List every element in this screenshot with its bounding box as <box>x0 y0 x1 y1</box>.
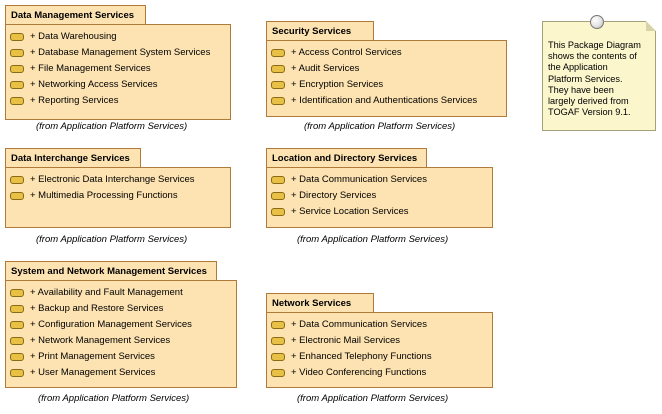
package-body: + Access Control Services + Audit Servic… <box>266 40 507 117</box>
package-body: + Electronic Data Interchange Services +… <box>5 167 231 228</box>
module-icon <box>10 33 24 41</box>
package-title: Security Services <box>272 26 352 37</box>
package-item[interactable]: + File Management Services <box>10 61 230 77</box>
package-body: + Availability and Fault Management + Ba… <box>5 280 237 388</box>
note-line: Platform Services. <box>548 73 623 84</box>
package-item-list: + Data Warehousing + Database Management… <box>6 25 230 109</box>
package-item[interactable]: + Network Management Services <box>10 333 236 349</box>
package-item-list: + Availability and Fault Management + Ba… <box>6 281 236 381</box>
module-icon <box>271 208 285 216</box>
package-item[interactable]: + Enhanced Telephony Functions <box>271 349 492 365</box>
package-tab: Data Management Services <box>5 5 146 25</box>
note-fold-corner <box>646 21 656 31</box>
module-icon <box>10 49 24 57</box>
package-title: Data Management Services <box>11 10 135 21</box>
package-item-list: + Data Communication Services + Electron… <box>267 313 492 381</box>
module-icon <box>271 81 285 89</box>
package-item[interactable]: + Encryption Services <box>271 77 506 93</box>
module-icon <box>10 81 24 89</box>
package-origin-label: (from Application Platform Services) <box>304 121 456 132</box>
module-icon <box>10 305 24 313</box>
package-item[interactable]: + Reporting Services <box>10 93 230 109</box>
package-item[interactable]: + Directory Services <box>271 188 492 204</box>
package-title: Data Interchange Services <box>11 153 130 164</box>
package-tab: System and Network Management Services <box>5 261 217 281</box>
package-item[interactable]: + Audit Services <box>271 61 506 77</box>
note-line: They have been <box>548 84 614 95</box>
module-icon <box>10 369 24 377</box>
note-line: the Application <box>548 62 608 73</box>
package-item-list: + Access Control Services + Audit Servic… <box>267 41 506 109</box>
module-icon <box>271 321 285 329</box>
package-body: + Data Warehousing + Database Management… <box>5 24 231 120</box>
package-item[interactable]: + Service Location Services <box>271 204 492 220</box>
package-item[interactable]: + Configuration Management Services <box>10 317 236 333</box>
package-item[interactable]: + Data Communication Services <box>271 172 492 188</box>
package-tab: Network Services <box>266 293 374 313</box>
module-icon <box>10 353 24 361</box>
package-item[interactable]: + Identification and Authentications Ser… <box>271 93 506 109</box>
module-icon <box>10 337 24 345</box>
note-line: TOGAF Version 9.1. <box>548 107 631 118</box>
module-icon <box>271 337 285 345</box>
module-icon <box>271 369 285 377</box>
package-item[interactable]: + Print Management Services <box>10 349 236 365</box>
note-line: shows the contents of <box>548 51 637 62</box>
diagram-note[interactable]: This Package Diagram shows the contents … <box>542 21 656 131</box>
package-title: System and Network Management Services <box>11 266 207 277</box>
package-item[interactable]: + Video Conferencing Functions <box>271 365 492 381</box>
note-line: largely derived from <box>548 96 629 107</box>
module-icon <box>271 353 285 361</box>
module-icon <box>10 321 24 329</box>
module-icon <box>271 97 285 105</box>
package-origin-label: (from Application Platform Services) <box>297 393 449 404</box>
package-item[interactable]: + Availability and Fault Management <box>10 285 236 301</box>
note-line: This Package Diagram <box>548 40 641 50</box>
package-item[interactable]: + Data Warehousing <box>10 29 230 45</box>
pin-icon <box>590 15 604 29</box>
package-item[interactable]: + Data Communication Services <box>271 317 492 333</box>
package-origin-label: (from Application Platform Services) <box>36 234 188 245</box>
module-icon <box>10 289 24 297</box>
module-icon <box>10 97 24 105</box>
package-title: Location and Directory Services <box>272 153 418 164</box>
package-body: + Data Communication Services + Director… <box>266 167 493 228</box>
module-icon <box>271 176 285 184</box>
package-item-list: + Data Communication Services + Director… <box>267 168 492 220</box>
package-item[interactable]: + Multimedia Processing Functions <box>10 188 230 204</box>
module-icon <box>271 192 285 200</box>
package-origin-label: (from Application Platform Services) <box>36 121 188 132</box>
package-origin-label: (from Application Platform Services) <box>297 234 449 245</box>
package-item[interactable]: + Backup and Restore Services <box>10 301 236 317</box>
package-tab: Data Interchange Services <box>5 148 141 168</box>
package-body: + Data Communication Services + Electron… <box>266 312 493 388</box>
package-title: Network Services <box>272 298 352 309</box>
package-item[interactable]: + Electronic Mail Services <box>271 333 492 349</box>
package-tab: Security Services <box>266 21 374 41</box>
module-icon <box>271 65 285 73</box>
module-icon <box>10 65 24 73</box>
package-item-list: + Electronic Data Interchange Services +… <box>6 168 230 204</box>
package-tab: Location and Directory Services <box>266 148 427 168</box>
package-origin-label: (from Application Platform Services) <box>38 393 190 404</box>
package-item[interactable]: + Database Management System Services <box>10 45 230 61</box>
package-item[interactable]: + Networking Access Services <box>10 77 230 93</box>
package-item[interactable]: + User Management Services <box>10 365 236 381</box>
package-item[interactable]: + Access Control Services <box>271 45 506 61</box>
module-icon <box>10 176 24 184</box>
module-icon <box>271 49 285 57</box>
module-icon <box>10 192 24 200</box>
package-item[interactable]: + Electronic Data Interchange Services <box>10 172 230 188</box>
